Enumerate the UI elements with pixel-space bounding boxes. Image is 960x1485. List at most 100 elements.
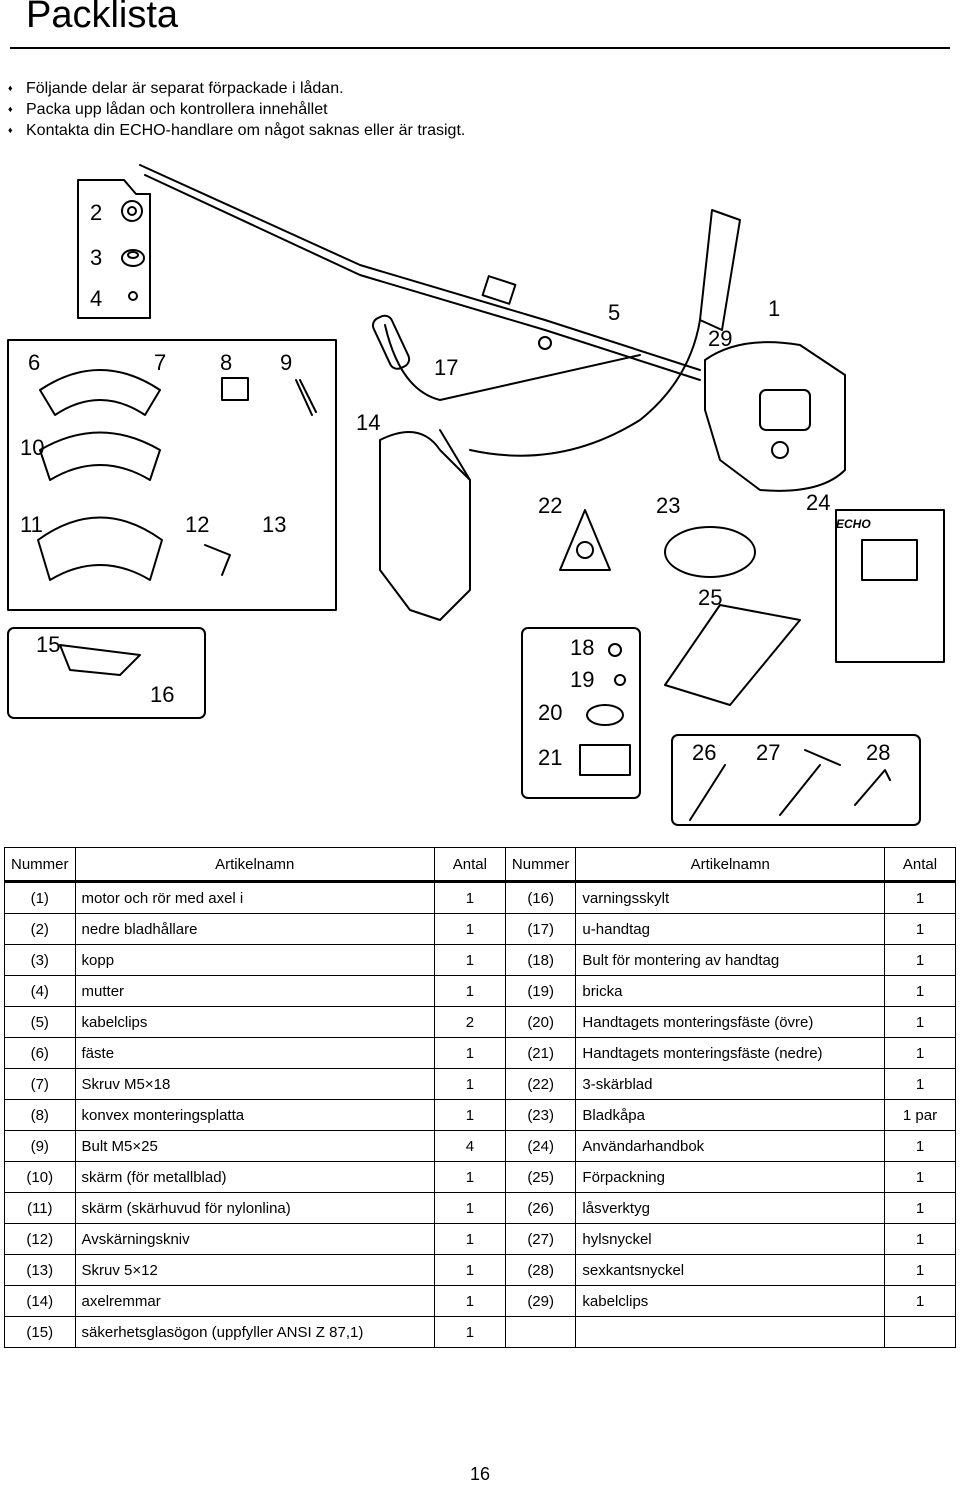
page-number: 16 xyxy=(469,1464,491,1484)
hardware-panel xyxy=(77,179,151,319)
table-row: (10)skärm (för metallblad)1(25)Förpackni… xyxy=(4,1161,956,1193)
item-quantity-cell: 1 xyxy=(884,1037,956,1069)
item-number-cell: (24) xyxy=(504,1130,577,1162)
item-name-cell: hylsnyckel xyxy=(575,1223,885,1255)
page-title: Packlista xyxy=(26,0,179,36)
item-number-cell: (9) xyxy=(4,1130,76,1162)
guards-panel xyxy=(7,339,337,611)
bullet-item: ♦Kontakta din ECHO-handlare om något sak… xyxy=(8,120,465,141)
header-number: Nummer xyxy=(4,847,76,882)
item-name-cell: Bladkåpa xyxy=(575,1099,885,1131)
nylon-guard-part xyxy=(37,516,163,581)
callout-20: 20 xyxy=(538,700,562,725)
item-quantity-cell: 1 xyxy=(884,1161,956,1193)
item-quantity-cell: 1 xyxy=(433,1099,506,1131)
item-quantity-cell: 1 xyxy=(884,1068,956,1100)
callout-19: 19 xyxy=(570,667,594,692)
bullet-text: Följande delar är separat förpackade i l… xyxy=(26,80,344,97)
callout-28: 28 xyxy=(866,740,890,765)
item-quantity-cell: 1 xyxy=(884,913,956,945)
header-quantity: Antal xyxy=(433,847,506,882)
header-article-name: Artikelnamn xyxy=(575,847,885,882)
item-name-cell: Bult för montering av handtag xyxy=(575,944,885,976)
blade-cover-part xyxy=(664,526,756,578)
item-name-cell: Förpackning xyxy=(575,1161,885,1193)
callout-21: 21 xyxy=(538,745,562,770)
item-quantity-cell: 1 xyxy=(433,1285,506,1317)
parts-table: Nummer Artikelnamn Antal Nummer Artikeln… xyxy=(4,847,956,1348)
item-number-cell: (8) xyxy=(4,1099,76,1131)
table-row: (15)säkerhetsglasögon (uppfyller ANSI Z … xyxy=(4,1316,956,1348)
item-quantity-cell: 1 xyxy=(884,1285,956,1317)
drive-shaft xyxy=(139,164,701,371)
item-number-cell: (21) xyxy=(504,1037,577,1069)
item-quantity-cell: 1 xyxy=(884,975,956,1007)
item-number-cell: (18) xyxy=(504,944,577,976)
loop-handle xyxy=(384,324,641,401)
diamond-bullet-icon: ♦ xyxy=(8,104,13,114)
item-quantity-cell: 1 xyxy=(433,913,506,945)
item-number-cell: (12) xyxy=(4,1223,76,1255)
item-number-cell: (6) xyxy=(4,1037,76,1069)
callout-5: 5 xyxy=(608,300,620,325)
callout-22: 22 xyxy=(538,493,562,518)
item-name-cell: skärm (skärhuvud för nylonlina) xyxy=(74,1192,435,1224)
cutting-knife-part xyxy=(204,544,231,576)
item-number-cell: (14) xyxy=(4,1285,76,1317)
item-name-cell: säkerhetsglasögon (uppfyller ANSI Z 87,1… xyxy=(74,1316,435,1348)
echo-logo: ECHO xyxy=(836,517,871,531)
item-number-cell: (5) xyxy=(4,1006,76,1038)
item-quantity-cell: 1 xyxy=(433,944,506,976)
item-number-cell xyxy=(504,1316,577,1348)
callout-18: 18 xyxy=(570,635,594,660)
mounting-plate-part xyxy=(221,377,249,401)
manual-part xyxy=(835,509,945,663)
item-quantity-cell: 1 xyxy=(884,1192,956,1224)
callout-16: 16 xyxy=(150,682,174,707)
item-quantity-cell: 1 xyxy=(433,1316,506,1348)
item-name-cell: kopp xyxy=(74,944,435,976)
item-name-cell: motor och rör med axel i xyxy=(74,880,435,914)
cup-part xyxy=(121,249,145,267)
item-quantity-cell: 1 xyxy=(433,1037,506,1069)
item-quantity-cell: 1 xyxy=(433,975,506,1007)
callout-11: 11 xyxy=(20,512,43,537)
callout-12: 12 xyxy=(185,512,209,537)
callout-26: 26 xyxy=(692,740,716,765)
item-number-cell: (4) xyxy=(4,975,76,1007)
item-name-cell: nedre bladhållare xyxy=(74,913,435,945)
header-article-name: Artikelnamn xyxy=(74,847,435,882)
shaft-coupling xyxy=(481,275,517,305)
callout-1: 1 xyxy=(768,296,780,321)
item-name-cell: axelremmar xyxy=(74,1285,435,1317)
cable-clip-part xyxy=(538,336,552,350)
engine-body xyxy=(704,341,846,492)
callout-24: 24 xyxy=(806,490,830,515)
bullet-text: Kontakta din ECHO-handlare om något sakn… xyxy=(26,122,466,139)
callout-27: 27 xyxy=(756,740,780,765)
callout-3: 3 xyxy=(90,245,102,270)
item-number-cell: (3) xyxy=(4,944,76,976)
nut-part xyxy=(128,291,138,301)
header-quantity: Antal xyxy=(884,847,956,882)
item-name-cell: Skruv M5×18 xyxy=(74,1068,435,1100)
item-number-cell: (7) xyxy=(4,1068,76,1100)
throttle-handle xyxy=(699,209,741,331)
item-name-cell xyxy=(575,1316,885,1348)
item-quantity-cell: 1 xyxy=(433,1161,506,1193)
item-number-cell: (10) xyxy=(4,1161,76,1193)
item-name-cell: u-handtag xyxy=(575,913,885,945)
item-name-cell: Användarhandbok xyxy=(575,1130,885,1162)
item-number-cell: (26) xyxy=(504,1192,577,1224)
parts-illustration: ECHO 1 2 3 4 5 6 7 8 9 10 11 12 13 14 15… xyxy=(7,164,945,826)
item-quantity-cell: 1 xyxy=(433,1254,506,1286)
item-quantity-cell: 2 xyxy=(433,1006,506,1038)
item-number-cell: (1) xyxy=(4,880,76,914)
item-name-cell: 3-skärblad xyxy=(575,1068,885,1100)
